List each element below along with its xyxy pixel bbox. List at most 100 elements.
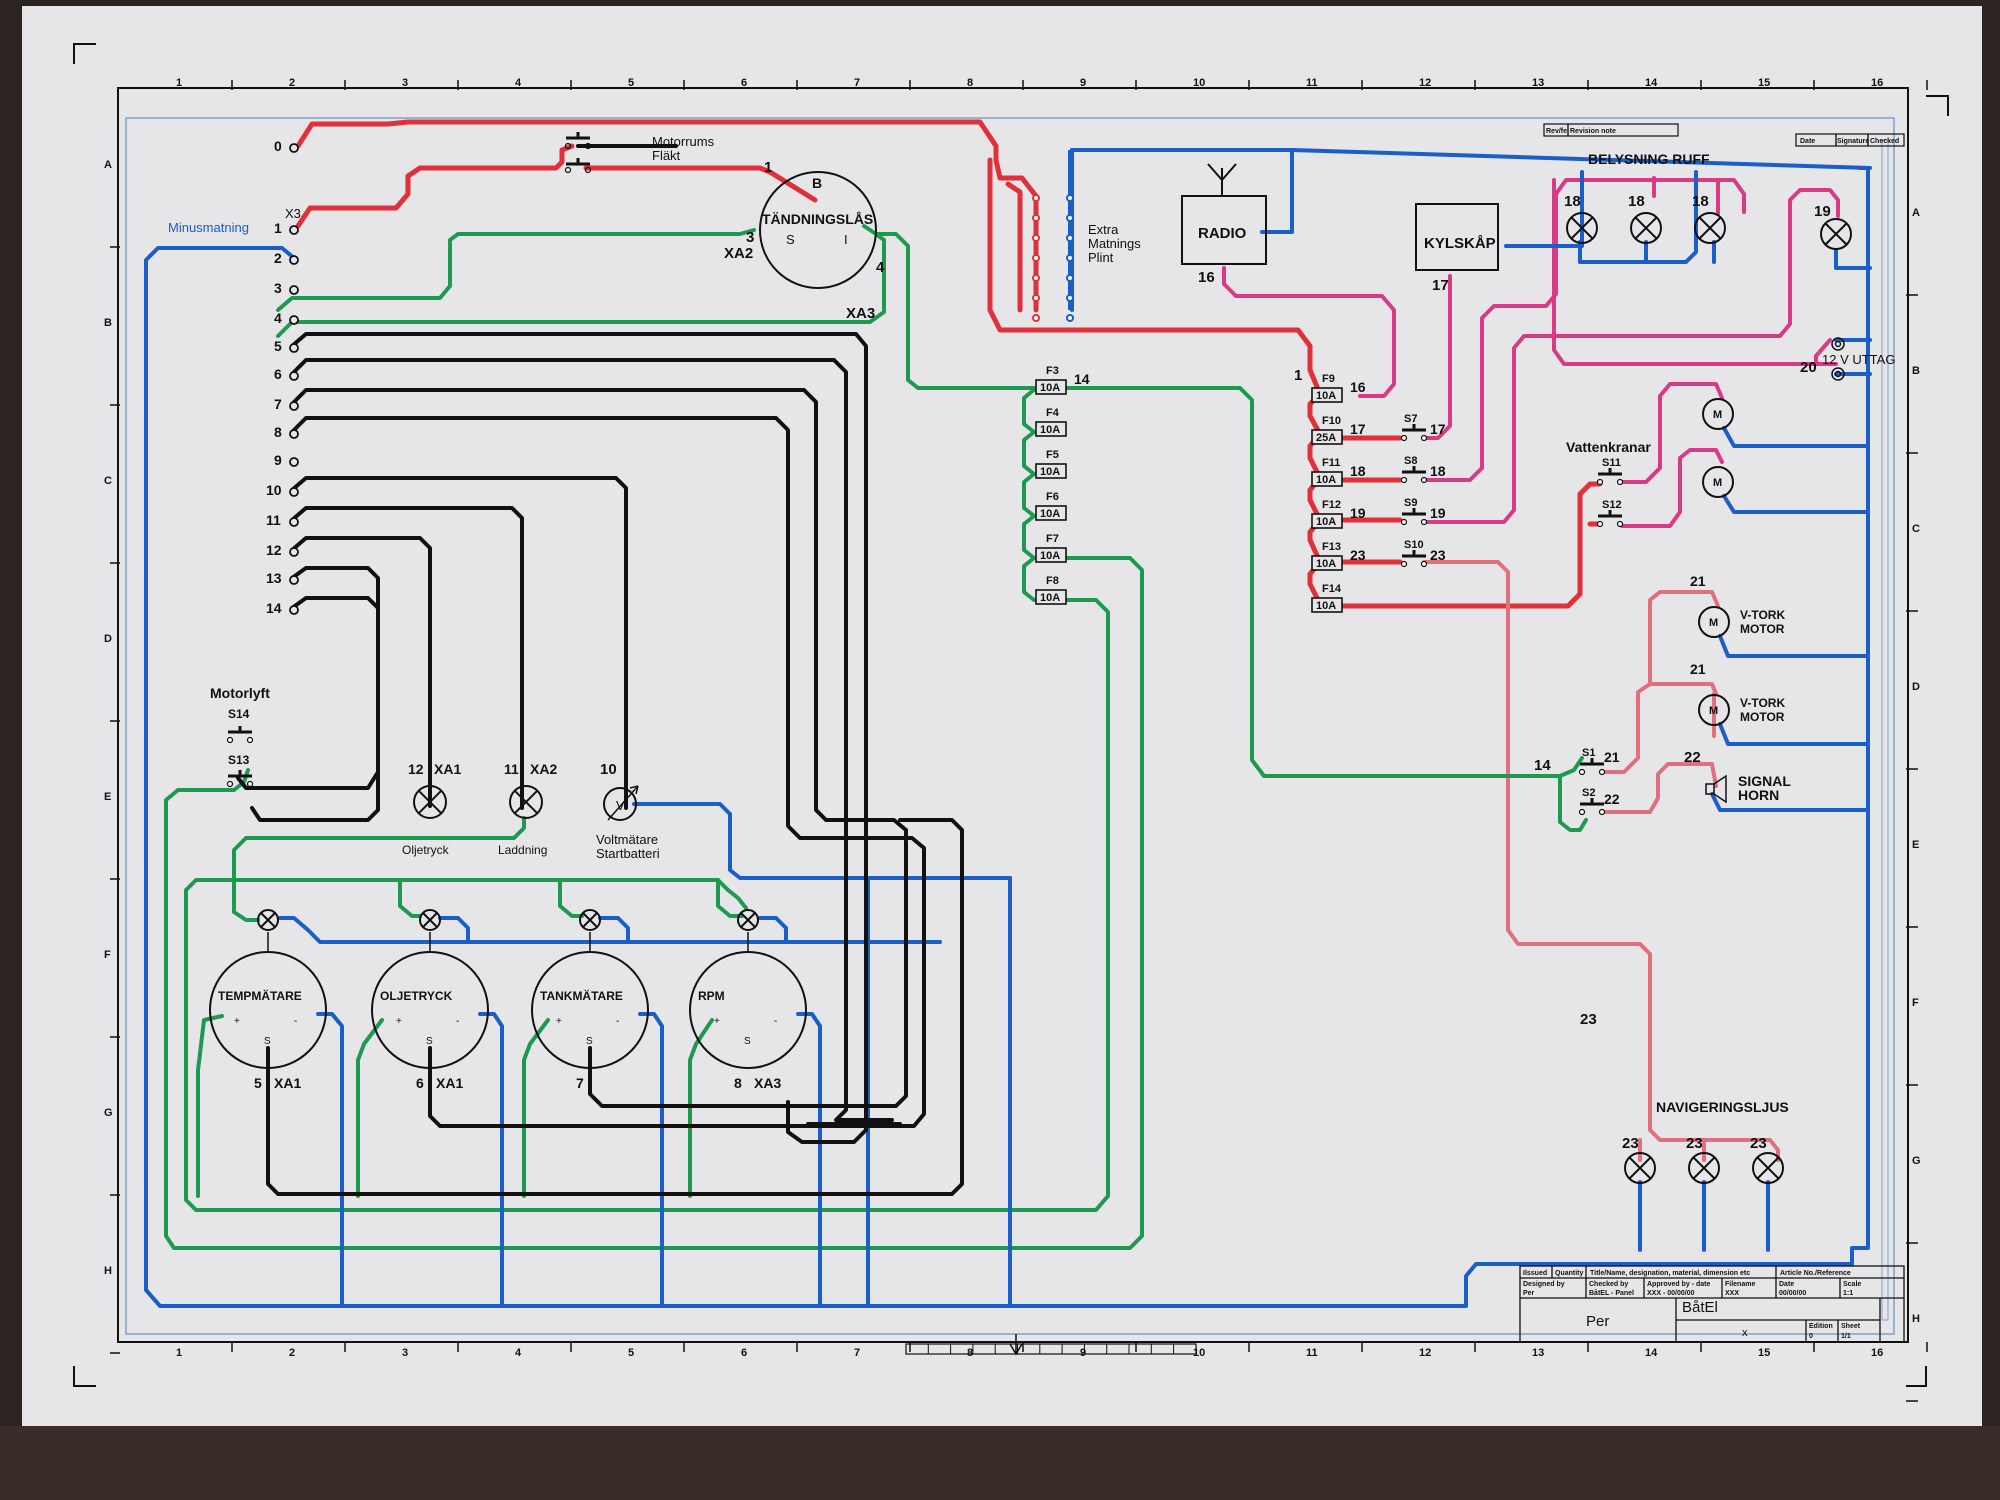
gauge-pin-plus: + xyxy=(234,1016,240,1027)
center-mark-icon xyxy=(1009,1334,1023,1356)
column-label-bottom: 6 xyxy=(741,1347,747,1359)
fuse-id: F5 xyxy=(1046,449,1059,461)
ignition-lock-outline xyxy=(759,171,877,289)
fuse-rating: 10A xyxy=(1316,474,1336,486)
fuse-wire: 17 xyxy=(1350,421,1366,437)
revision-block xyxy=(1543,123,1905,147)
column-label-bottom: 14 xyxy=(1645,1347,1658,1359)
cabin-lamp-wire: 18 xyxy=(1628,193,1645,210)
warning-lamp-icon xyxy=(509,785,543,819)
gauge-conn: XA3 xyxy=(754,1075,781,1091)
outlet-wire: 20 xyxy=(1800,359,1817,376)
cabin-lamp-19-wire: 19 xyxy=(1814,203,1831,220)
nav-lamp-wire: 23 xyxy=(1622,1135,1639,1152)
switch-id: S9 xyxy=(1404,497,1417,509)
column-label-bottom: 5 xyxy=(628,1347,634,1359)
red-terminal xyxy=(1032,194,1040,202)
switch-feed-wire: 14 xyxy=(1534,757,1551,774)
red-terminal xyxy=(1032,314,1040,322)
blue-terminal xyxy=(1066,274,1074,282)
switch-out-wire: 19 xyxy=(1430,505,1446,521)
row-label-left: A xyxy=(104,159,112,171)
row-label-right: D xyxy=(1912,681,1920,693)
column-label-top: 7 xyxy=(854,77,860,89)
motor-icon: M xyxy=(1698,606,1730,638)
column-label-top: 3 xyxy=(402,77,408,89)
row-label-right: A xyxy=(1912,207,1920,219)
extra-supply-strip xyxy=(1032,150,1074,322)
fuse-rating: 10A xyxy=(1316,516,1336,528)
red-terminal xyxy=(1032,254,1040,262)
motor-icon: M xyxy=(1702,398,1734,430)
column-label-top: 12 xyxy=(1419,77,1431,89)
cabin-lamp-icon xyxy=(1630,212,1662,244)
column-label-top: 16 xyxy=(1871,77,1883,89)
tb-approved-label: Approved by - date xyxy=(1647,1281,1711,1288)
column-label-bottom: 4 xyxy=(515,1347,522,1359)
gauge-illumination-lamp-icon xyxy=(579,909,601,931)
fuse-id: F13 xyxy=(1322,541,1341,553)
ignition-conn-i: XA3 xyxy=(846,305,875,322)
tb-owner: Per xyxy=(1586,1313,1609,1330)
adjustable-arrow-icon xyxy=(607,785,639,821)
gauge-pin-plus: + xyxy=(714,1016,720,1027)
terminal-0: 0 xyxy=(274,138,299,154)
horn-wire: 22 xyxy=(1684,749,1701,766)
row-label-left: E xyxy=(104,791,111,803)
row-label-left: C xyxy=(104,475,112,487)
voltmeter-label-1: Voltmätare xyxy=(596,832,658,847)
row-label-left: D xyxy=(104,633,112,645)
column-label-top: 2 xyxy=(289,77,295,89)
fuse-id: F8 xyxy=(1046,575,1059,587)
cabin-lamp-icon xyxy=(1694,212,1726,244)
wiper-label-2: MOTOR xyxy=(1740,710,1785,724)
ignition-pin-s: S xyxy=(786,232,795,247)
fuse-id: F7 xyxy=(1046,533,1059,545)
fuse-wire: 19 xyxy=(1350,505,1366,521)
terminal-number: 7 xyxy=(274,396,282,412)
nav-wire: 23 xyxy=(1580,1011,1597,1028)
terminal-number: 8 xyxy=(274,424,282,440)
column-label-top: 8 xyxy=(967,77,973,89)
fan-label-1: Motorrums xyxy=(652,134,715,149)
column-label-top: 14 xyxy=(1645,77,1658,89)
gauge-wire: 7 xyxy=(576,1075,584,1091)
terminal-5: 5 xyxy=(274,338,299,354)
fuse-id: F14 xyxy=(1322,583,1342,595)
terminal-number: 13 xyxy=(266,570,282,586)
terminal-number: 0 xyxy=(274,138,282,154)
row-label-right: H xyxy=(1912,1313,1920,1325)
terminal-number: 5 xyxy=(274,338,282,354)
gauge-pin-plus: + xyxy=(396,1016,402,1027)
column-label-bottom: 7 xyxy=(854,1347,860,1359)
row-label-left: H xyxy=(104,1265,112,1277)
warning-lamp-conn: XA1 xyxy=(434,761,461,777)
column-label-top: 9 xyxy=(1080,77,1086,89)
column-label-top: 10 xyxy=(1193,77,1205,89)
magenta-wires xyxy=(1222,176,1840,528)
gauge-pin-minus: - xyxy=(294,1016,297,1027)
fuse-icon xyxy=(1311,555,1343,571)
gauge-illumination-lamp-icon xyxy=(257,909,279,931)
terminal-3: 3 xyxy=(274,280,299,296)
gauge-wire: 6 xyxy=(416,1075,424,1091)
row-label-right: B xyxy=(1912,365,1920,377)
column-label-bottom: 15 xyxy=(1758,1347,1770,1359)
water-taps-title: Vattenkranar xyxy=(1566,439,1651,455)
fuse-id: F11 xyxy=(1322,457,1340,469)
column-label-top: 5 xyxy=(628,77,634,89)
column-label-top: 6 xyxy=(741,77,747,89)
gauge-outline xyxy=(689,951,807,1069)
wiper-label-1: V-TORK xyxy=(1740,696,1785,710)
tap-switch-id: S12 xyxy=(1602,499,1622,511)
corner-marks xyxy=(73,43,1949,1387)
tb-date-value: 00/00/00 xyxy=(1779,1290,1806,1297)
fuse-icon xyxy=(1311,429,1343,445)
terminal-number: 11 xyxy=(266,512,281,528)
